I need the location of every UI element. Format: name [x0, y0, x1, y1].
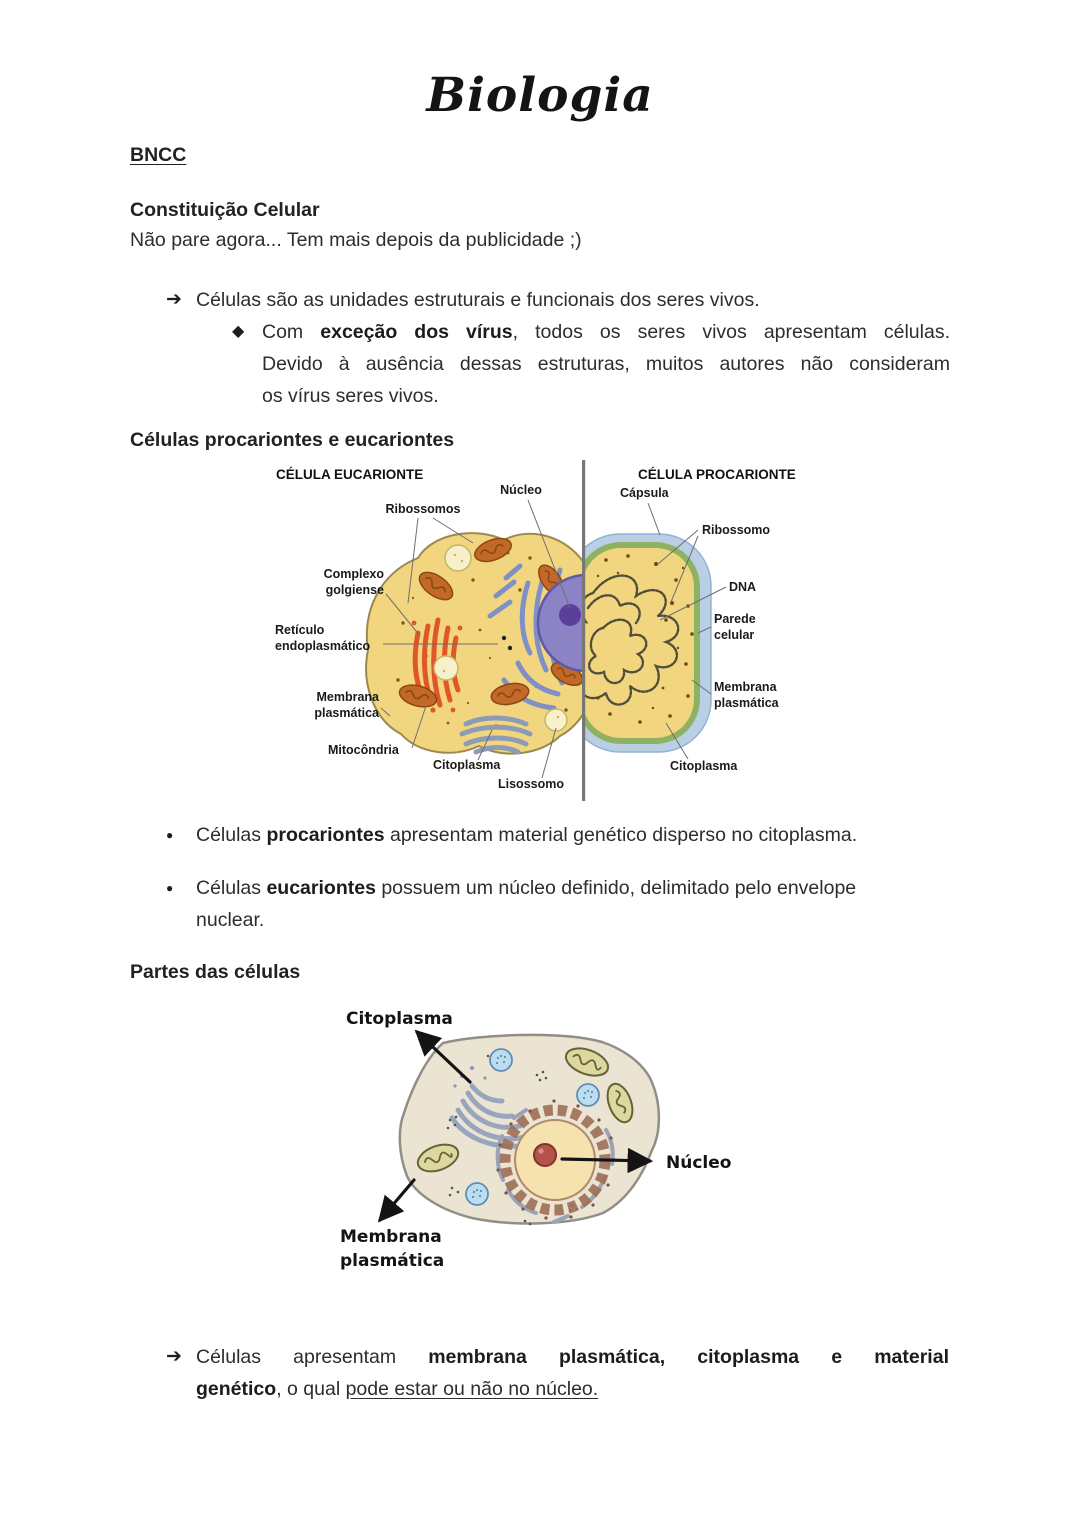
heading-constituicao: Constituição Celular — [130, 199, 320, 221]
heading-comparacao: Células procariontes e eucariontes — [130, 429, 455, 451]
diamond-bullet-icon: ◆ — [232, 323, 245, 340]
label-celula-procarionte: CÉLULA PROCARIONTE — [638, 467, 796, 482]
proc-post: apresentam material genético disperso no… — [384, 824, 858, 846]
label-ribossomos: Ribossomos — [385, 502, 460, 516]
final-line1-pre: Células apresentam — [196, 1346, 429, 1368]
final-line2-bold: genético — [196, 1378, 277, 1400]
label-membrana-left-2: plasmática — [314, 706, 380, 720]
leader-lines — [380, 499, 727, 779]
euc-line2: nuclear. — [196, 909, 265, 931]
mitochondrion — [564, 1047, 610, 1077]
virus-line1-post: , todos os seres vivos apresentam célula… — [512, 321, 950, 343]
bullet-eucariontes-text: Células eucariontes possuem um núcleo de… — [196, 872, 949, 936]
label-complexo-2: golgiense — [326, 583, 384, 597]
nucleus — [536, 573, 583, 673]
bullet-virus-line1: Com exceção dos vírus, todos os seres vi… — [262, 316, 950, 348]
label-nucleo: Núcleo — [500, 483, 542, 497]
vesicles — [465, 1048, 600, 1206]
label-ribossomo: Ribossomo — [702, 523, 770, 537]
diagram-cell-comparison: CÉLULA EUCARIONTE CÉLULA PROCARIONTE Núc… — [275, 460, 796, 801]
bullet-procariontes: ● Células procariontes apresentam materi… — [166, 819, 949, 851]
eukaryote-cell — [365, 532, 583, 755]
mitochondrion — [398, 684, 438, 708]
bullet-procariontes-text: Células procariontes apresentam material… — [196, 819, 949, 851]
label-membrana-right-1: Membrana — [714, 680, 778, 694]
label-citoplasma-left: Citoplasma — [433, 758, 501, 772]
label2-nucleo: Núcleo — [666, 1153, 731, 1173]
virus-line1-pre: Com — [262, 321, 321, 343]
mitochondria-group — [398, 537, 583, 708]
bullet-final-line1: Células apresentam membrana plasmática, … — [196, 1341, 949, 1373]
euc-post: possuem um núcleo definido, delimitado p… — [375, 877, 857, 899]
bullet-virus: ◆ Com exceção dos vírus, todos os seres … — [232, 316, 950, 412]
label-celula-eucarionte: CÉLULA EUCARIONTE — [276, 467, 423, 482]
divider-line — [582, 460, 586, 801]
nucleolus-highlight — [538, 1148, 544, 1154]
mitochondrion — [490, 682, 530, 706]
bullet-virus-line2: Devido à ausência dessas estruturas, mui… — [262, 353, 950, 375]
lysosomes — [433, 544, 568, 732]
dot-bullet-icon: ● — [166, 828, 174, 842]
prokaryote-ribosomes — [596, 554, 694, 724]
mitochondrion — [416, 1143, 460, 1173]
citoplasma-arrow — [414, 1029, 472, 1084]
bullet-final-line2: genético, o qual pode estar ou não no nú… — [196, 1373, 949, 1405]
arrow-bullet-icon: ➔ — [166, 289, 182, 310]
diagram-cell-parts: Citoplasma Núcleo Membrana plasmática — [340, 1009, 731, 1271]
membrana-arrow — [377, 1178, 416, 1223]
heading-bncc: BNCC — [130, 144, 187, 166]
label2-citoplasma: Citoplasma — [346, 1009, 453, 1029]
bullet-final-text: Células apresentam membrana plasmática, … — [196, 1341, 949, 1405]
proc-bold: procariontes — [266, 824, 385, 846]
label2-membrana-1: Membrana — [340, 1227, 442, 1247]
final-line2-mid: , o qual — [276, 1378, 346, 1400]
euc-pre: Células — [196, 877, 267, 899]
label-citoplasma-right: Citoplasma — [670, 759, 738, 773]
virus-line1-bold: exceção dos vírus — [320, 321, 513, 343]
label2-membrana-2: plasmática — [340, 1251, 444, 1271]
nucleo-arrow — [560, 1147, 654, 1174]
mitochondria-group-2 — [416, 1047, 634, 1173]
mitochondrion — [606, 1082, 634, 1124]
label-parede-2: celular — [714, 628, 754, 642]
dot-bullet-icon: ● — [166, 881, 174, 895]
label-capsula: Cápsula — [620, 486, 670, 500]
label-dna: DNA — [729, 580, 756, 594]
final-line2-underline: pode estar ou não no núcleo. — [345, 1378, 599, 1400]
label-membrana-left-1: Membrana — [316, 690, 380, 704]
subtitle-publicidade: Não pare agora... Tem mais depois da pub… — [130, 229, 582, 251]
nucleolus — [559, 604, 581, 626]
prokaryote-cell — [585, 533, 712, 753]
bullet-cells-units: ➔ Células são as unidades estruturais e … — [166, 284, 949, 316]
mitochondrion — [418, 571, 454, 601]
bullet-eucariontes: ● Células eucariontes possuem um núcleo … — [166, 872, 949, 936]
bullet-virus-line3: os vírus seres vivos. — [262, 385, 439, 407]
label-reticulo-2: endoplasmático — [275, 639, 371, 653]
bullet-virus-text: Com exceção dos vírus, todos os seres vi… — [262, 316, 950, 412]
er-stacks — [459, 715, 533, 755]
bullet-cells-units-text: Células são as unidades estruturais e fu… — [196, 289, 760, 311]
proc-pre: Células — [196, 824, 267, 846]
label-lisossomo: Lisossomo — [498, 777, 564, 791]
label-complexo-1: Complexo — [324, 567, 385, 581]
nucleolus-2 — [533, 1143, 557, 1167]
arrow-bullet-icon: ➔ — [166, 1346, 182, 1367]
label-membrana-right-2: plasmática — [714, 696, 780, 710]
label-parede-1: Parede — [714, 612, 756, 626]
final-line1-bold: membrana plasmática, citoplasma e materi… — [428, 1346, 949, 1368]
dna-tangle — [585, 574, 680, 706]
er-leader-dots — [501, 635, 513, 651]
mitochondrion — [474, 537, 512, 563]
heading-partes: Partes das células — [130, 961, 301, 983]
page-title: Biologia — [426, 68, 654, 123]
label-mitocondria: Mitocôndria — [328, 743, 400, 757]
label-reticulo-1: Retículo — [275, 623, 325, 637]
bullet-final: ➔ Células apresentam membrana plasmática… — [166, 1341, 949, 1405]
euc-bold: eucariontes — [266, 877, 376, 899]
